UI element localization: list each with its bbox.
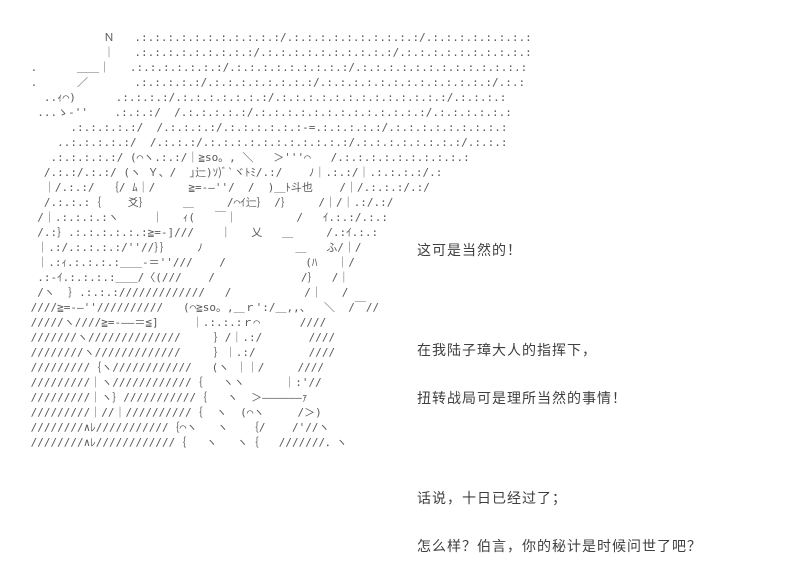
ascii-art-line: /////////｜//｜//////////｛ ヽ (⌒ヽ /＞) [24, 406, 322, 419]
ascii-art-line: .:.:.:.:.:/ (⌒ヽ.:.:/｜≧so。, ＼ ＞'''⌒ /.:.:… [24, 151, 470, 164]
ascii-art-line: ///////ヽ////////////// ｝/｜.:/ //// [24, 331, 336, 344]
story-page: Ｎ .:.:.:.:.:.:.:.:.:.:.:/.:.:.:.:.:.:.:.… [24, 30, 701, 554]
ascii-art-line: . ＿＿｜ .:.:.:.:.:.:.:/.:.:.:.:.:.:.:.:.:/… [24, 61, 528, 74]
ascii-art-line: ..:.:.:.:.:/ /.:.:.:/.:.:.:.:.:.:.:.:.:.… [24, 136, 508, 149]
ascii-art-line: ////////∧ﾚ////////////｛ ヽ ヽ｛ ///////．ヽ [24, 436, 348, 449]
dialogue-line-2: 在我陆子璋大人的指挥下， [417, 342, 597, 358]
ascii-art-line: . ／ .:.:.:.:.:/.:.:.:.:.:.:.:.:/.:.:.:.:… [24, 76, 526, 89]
ascii-art-line: ｜ .:.:.:.:.:.:.:.:.:/.:.:.:.:.:.:.:.:.:.… [24, 46, 532, 59]
ascii-art-line: /ヽ ｝.:.:.:///////////// / /｜ / [24, 286, 349, 299]
ascii-art-line: /｜.:.:.:.:ヽ ｜ ｨ( ￣｜ / ｲ.:.:/.:.: [24, 211, 389, 224]
ascii-art-line: ////≧=‐―''////////// (⌒≧so。,＿ｒ':/＿,,、 ＼ … [24, 301, 380, 314]
ascii-art-line: /////////｜ヽ////////////｛ ヽヽ ｜:'// [24, 376, 322, 389]
dialogue-text: 这可是当然的！ 在我陆子璋大人的指挥下， 扭转战局可是理所当然的事情！ 话说，十… [417, 210, 702, 586]
ascii-art-line: Ｎ .:.:.:.:.:.:.:.:.:.:.:/.:.:.:.:.:.:.:.… [24, 31, 532, 44]
ascii-art-line: /.:｝.:.:.:.:.:.:≧=‐]/// ｜ 乂 ＿ /.:ｲ.:.: [24, 226, 379, 239]
dialogue-line-4: 话说，十日已经过了； [417, 490, 567, 506]
ascii-art-line: /.:.:/.:.:/ (ヽ Ｙ、/ ｣辷)ｿ)ﾞ`ヾﾄﾐ/.:/ ﾉ｜.:.:… [24, 166, 443, 179]
dialogue-line-5: 怎么样？伯言，你的秘计是时候问世了吧？ [417, 538, 702, 554]
ascii-art-line: ｜/.:.:/ ｛/ ﾑ｜/ ≧=‐―''/ / )＿ﾄ斗也 /｜/.:.:.:… [24, 181, 430, 194]
ascii-art-line: ..ｨ⌒) .:.:.:.:/.:.:.:.:.:.:.:/.:.:.:.:.:… [24, 91, 507, 104]
ascii-art-line: /.:.:.:｛ 爻｝ ＿ /⌒ｲ辷｝ /｝ /｜/｜.:/.:/ [24, 196, 394, 209]
ascii-art-line: ...ゝ‐'' .:.:.:/ /.:.:.:.:.:/.:.:.:.:.:.:… [24, 106, 512, 119]
ascii-art-line: ////////∧ﾚ///////////｛⌒ヽ ヽ ｛/ /'//ヽ [24, 421, 330, 434]
ascii-art-character: Ｎ .:.:.:.:.:.:.:.:.:.:.:/.:.:.:.:.:.:.:.… [24, 30, 532, 450]
dialogue-gap [417, 290, 702, 310]
ascii-art-line: .:.:.:.:.:/ /.:.:.:.:/.:.:.:.:.:.:‐=.:.:… [24, 121, 508, 134]
ascii-art-line: /////////｛ヽ//////////// (ヽ ｜｜/ //// [24, 361, 325, 374]
ascii-art-line: ｜.:/.:.:.:.:/''//｝｝ ﾉ ＿ ふ/｜/ [24, 241, 362, 254]
ascii-art-line: /////ヽ////≧=‐――＝≦] ｜.:.:.:ｒ⌒ //// [24, 316, 327, 329]
dialogue-gap [417, 438, 702, 458]
dialogue-line-3: 扭转战局可是理所当然的事情！ [417, 390, 627, 406]
ascii-art-line: /////////｜ヽ｝///////////｛ ヽ ＞――――――ｧ [24, 391, 308, 404]
dialogue-line-1: 这可是当然的！ [417, 242, 522, 258]
ascii-art-line: ////////ヽ///////////// ｝｜.:/ //// [24, 346, 336, 359]
ascii-art-line: ｜.:ｨ.:.:.:.:＿＿‐＝''/// / (ﾊ ｜/ [24, 256, 355, 269]
ascii-art-line: .:‐ｲ.:.:.:.:＿＿/〈(/// / /｝ /｜ [24, 271, 350, 284]
